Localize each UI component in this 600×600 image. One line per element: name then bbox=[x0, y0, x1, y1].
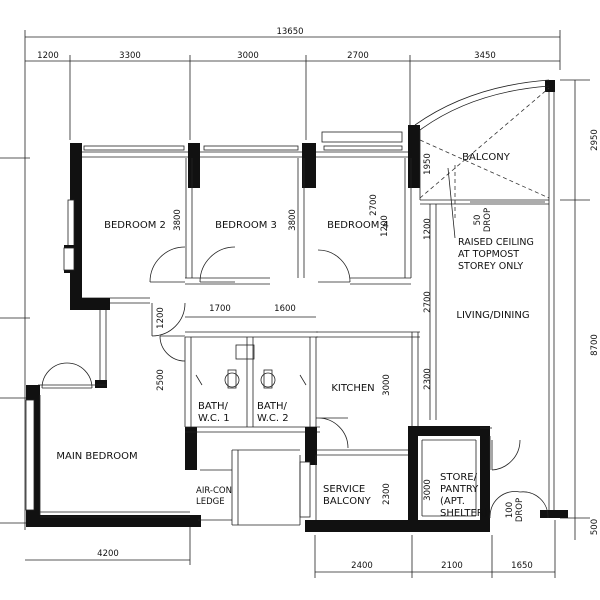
label-bath2-line2: W.C. 2 bbox=[257, 413, 289, 424]
top-dim-3: 3000 bbox=[237, 51, 259, 61]
top-dim-2: 3300 bbox=[119, 51, 141, 61]
dim-service-height: 2300 bbox=[382, 483, 392, 505]
note-line2: AT TOPMOST bbox=[458, 249, 519, 260]
label-aircon-line1: AIR-CON bbox=[196, 486, 232, 496]
kitchen-door bbox=[316, 417, 349, 449]
bottom-dim-kitchen: 2400 bbox=[351, 561, 373, 571]
bedroom2-door bbox=[149, 246, 186, 283]
bath-fixtures bbox=[195, 344, 307, 389]
bottom-dim-balcony-end: 1650 bbox=[511, 561, 533, 571]
label-store-line4: SHELTER) bbox=[440, 508, 488, 519]
top-dim-5: 3450 bbox=[474, 51, 496, 61]
right-dim-1: 2950 bbox=[590, 129, 600, 151]
main-bedroom-door bbox=[41, 362, 93, 389]
note-leader bbox=[447, 167, 456, 239]
label-bedroom3: BEDROOM 3 bbox=[215, 220, 277, 231]
dim-bed4-width: 1200 bbox=[380, 215, 390, 237]
label-service-line2: BALCONY bbox=[323, 496, 372, 507]
label-living-dining: LIVING/DINING bbox=[456, 310, 529, 321]
note-line3: STOREY ONLY bbox=[458, 261, 523, 272]
drop-100-label: DROP bbox=[515, 498, 525, 522]
dim-kitchen-width: 2300 bbox=[423, 368, 433, 390]
top-dim-1: 1200 bbox=[37, 51, 59, 61]
label-store-line2: PANTRY bbox=[440, 484, 479, 495]
bottom-dimension-lines bbox=[25, 520, 556, 578]
bedroom3-door bbox=[199, 246, 236, 283]
label-service-line1: SERVICE bbox=[323, 484, 365, 495]
top-dimension-lines bbox=[24, 30, 561, 530]
dim-store-height: 3000 bbox=[423, 479, 433, 501]
drop-50-label: DROP bbox=[483, 208, 493, 232]
overall-top-dim: 13650 bbox=[276, 27, 303, 37]
label-aircon-line2: LEDGE bbox=[196, 497, 225, 507]
dim-bath2-width: 1600 bbox=[274, 304, 296, 314]
label-kitchen: KITCHEN bbox=[331, 383, 374, 394]
store-door bbox=[491, 439, 521, 471]
label-bedroom2: BEDROOM 2 bbox=[104, 220, 166, 231]
label-bath2-line1: BATH/ bbox=[257, 401, 288, 412]
right-dim-2: 8700 bbox=[590, 334, 600, 356]
corridor-door bbox=[151, 302, 186, 337]
balcony-exit-door bbox=[489, 491, 549, 519]
dim-balcony-height: 1950 bbox=[423, 153, 433, 175]
walls bbox=[25, 80, 568, 532]
label-store-line1: STORE/ bbox=[440, 472, 478, 483]
dim-living-height: 2700 bbox=[423, 291, 433, 313]
label-bath1-line2: W.C. 1 bbox=[198, 413, 230, 424]
note-line1: RAISED CEILING bbox=[458, 237, 534, 248]
label-bedroom4: BEDROOM 4 bbox=[327, 220, 389, 231]
top-dim-4: 2700 bbox=[347, 51, 369, 61]
dim-bath-height: 2500 bbox=[156, 369, 166, 391]
bottom-dim-main-bedroom: 4200 bbox=[97, 549, 119, 559]
dim-bed4-height: 2700 bbox=[369, 194, 379, 216]
bedroom4-door bbox=[317, 249, 351, 283]
dim-bath1-width: 1700 bbox=[209, 304, 231, 314]
dim-bed2-height: 3800 bbox=[173, 209, 183, 231]
dim-bed3-height: 3800 bbox=[288, 209, 298, 231]
label-main-bedroom: MAIN BEDROOM bbox=[56, 451, 137, 462]
balcony-outline bbox=[414, 79, 550, 220]
label-bath1-line1: BATH/ bbox=[198, 401, 229, 412]
label-store-line3: (APT. bbox=[440, 496, 465, 507]
drop-50-value: 50 bbox=[473, 215, 483, 226]
right-dim-3: 500 bbox=[590, 519, 600, 535]
drop-100-value: 100 bbox=[505, 502, 515, 518]
right-dimension-lines bbox=[0, 79, 590, 540]
dim-kitchen-height: 3000 bbox=[382, 374, 392, 396]
label-balcony: BALCONY bbox=[462, 152, 511, 163]
dim-corridor: 1200 bbox=[156, 307, 166, 329]
bath1-door bbox=[159, 335, 186, 362]
dim-balcony-lower: 1200 bbox=[423, 218, 433, 240]
bottom-dim-store: 2100 bbox=[441, 561, 463, 571]
doors bbox=[41, 246, 549, 519]
